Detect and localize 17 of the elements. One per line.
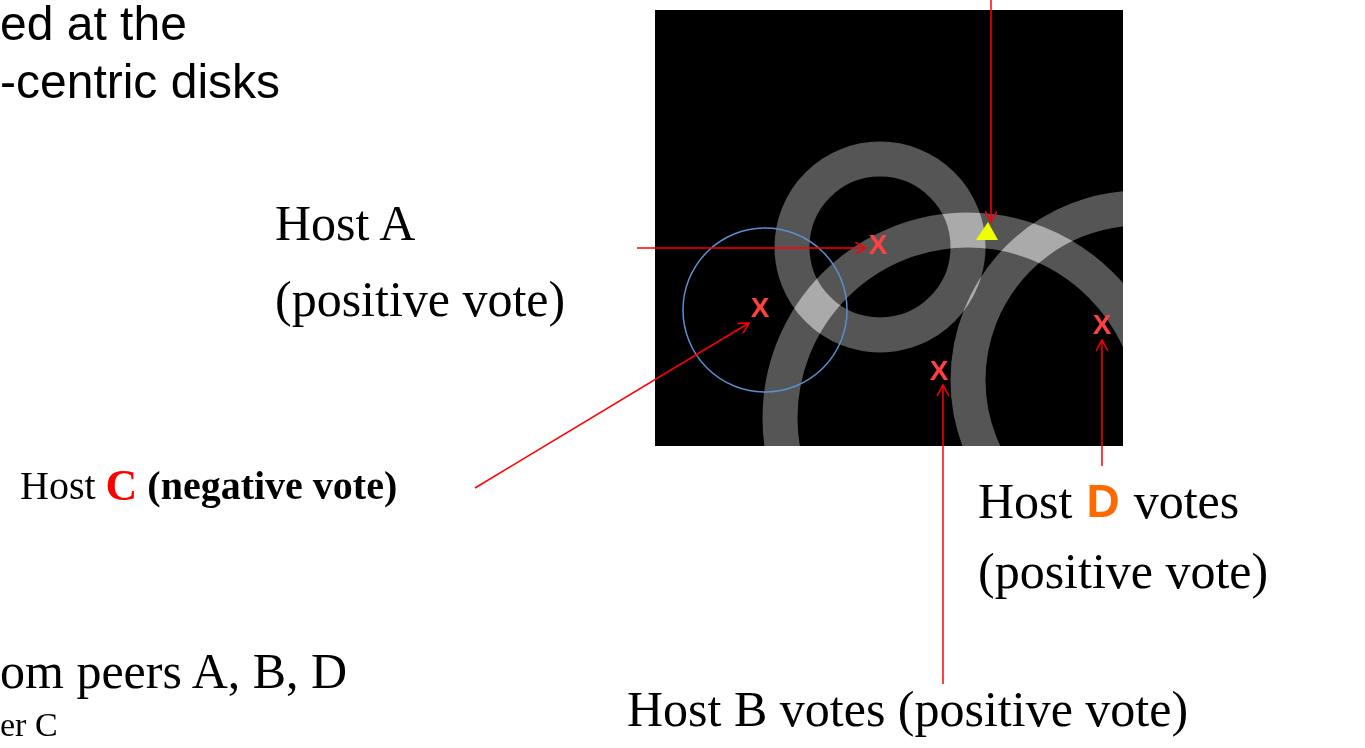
arrow: [936, 384, 950, 685]
cross-mark: X: [866, 230, 890, 260]
text-fragment: -centric disks: [0, 58, 281, 106]
host-label: Host C (negative vote): [20, 462, 475, 510]
cross-mark: X: [930, 357, 948, 385]
arrow: [984, 0, 998, 223]
text-fragment: ed at the: [0, 0, 187, 48]
cross-mark: X: [749, 293, 771, 323]
arrow: [1095, 339, 1109, 467]
text-fragment: er C: [0, 708, 58, 742]
host-label: Host A (positive vote): [275, 185, 637, 335]
cross-mark: X: [1090, 310, 1114, 340]
arrow: [474, 322, 750, 489]
host-label: Host D votes (positive vote): [978, 466, 1345, 608]
host-label: Host B votes (positive vote): [627, 684, 1347, 746]
highlighted-region: [976, 222, 998, 240]
arrow: [636, 241, 867, 255]
